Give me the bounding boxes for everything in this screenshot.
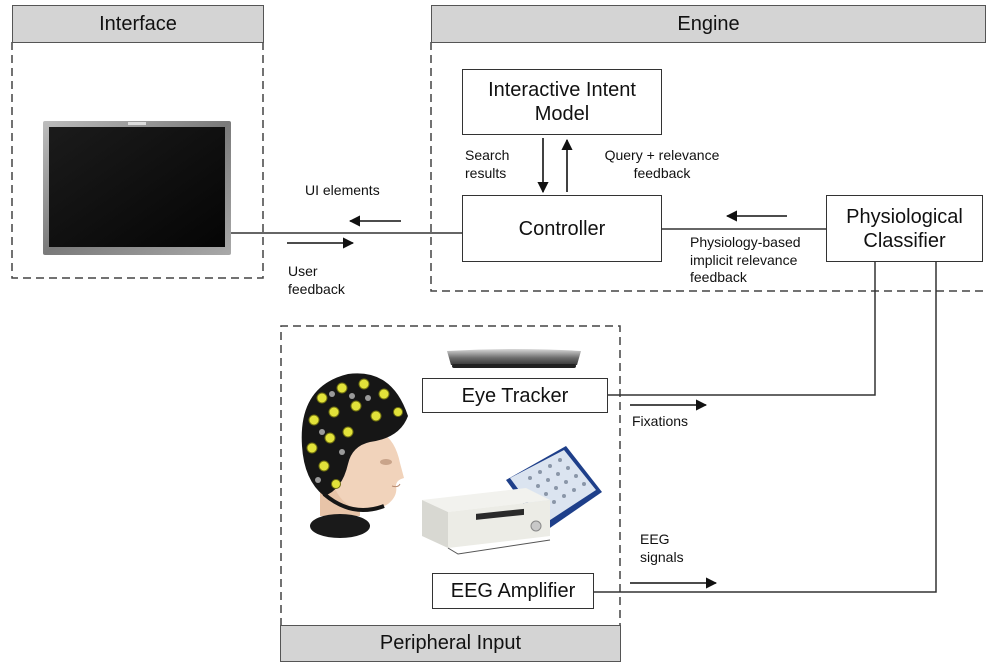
controller-label: Controller (518, 217, 606, 240)
intent-model-label: Interactive Intent Model (488, 79, 636, 125)
ui-elements-label: UI elements (305, 182, 380, 198)
engine-dashed-border (430, 42, 985, 292)
eeg-amplifier-device-icon (422, 488, 551, 555)
peripheral-header: Peripheral Input (280, 625, 621, 662)
classifier-label: Physiological Classifier (846, 205, 963, 252)
eeg-classifier-line (594, 262, 937, 593)
user-feedback-label: User feedback (288, 263, 345, 297)
query-relevance-label: Query + relevance feedback (604, 147, 720, 181)
peripheral-dashed-border (280, 325, 621, 626)
eye-tracker-classifier-line (607, 262, 876, 396)
controller-box: Controller (462, 195, 662, 262)
eeg-cap-head-icon (301, 373, 408, 538)
peripheral-title: Peripheral Input (379, 632, 522, 654)
intent-model-box: Interactive Intent Model (462, 69, 662, 135)
engine-header: Engine (431, 5, 986, 43)
classifier-box: Physiological Classifier (826, 195, 983, 262)
fixations-label: Fixations (632, 413, 689, 429)
eye-tracker-box: Eye Tracker (422, 378, 608, 413)
eeg-amplifier-label: EEG Amplifier (450, 580, 576, 602)
search-results-label: Search results (465, 147, 510, 181)
interface-title: Interface (99, 12, 177, 35)
monitor-icon (43, 121, 231, 255)
eye-tracker-device-icon (447, 349, 581, 368)
interface-dashed-border (11, 42, 264, 279)
eye-tracker-label: Eye Tracker (461, 384, 569, 407)
eeg-amplifier-box: EEG Amplifier (432, 573, 594, 609)
interface-header: Interface (12, 5, 264, 43)
physiology-feedback-label: Physiology-based implicit relevance feed… (690, 234, 801, 285)
engine-title: Engine (677, 12, 740, 35)
eeg-signals-label: EEG signals (640, 531, 684, 565)
